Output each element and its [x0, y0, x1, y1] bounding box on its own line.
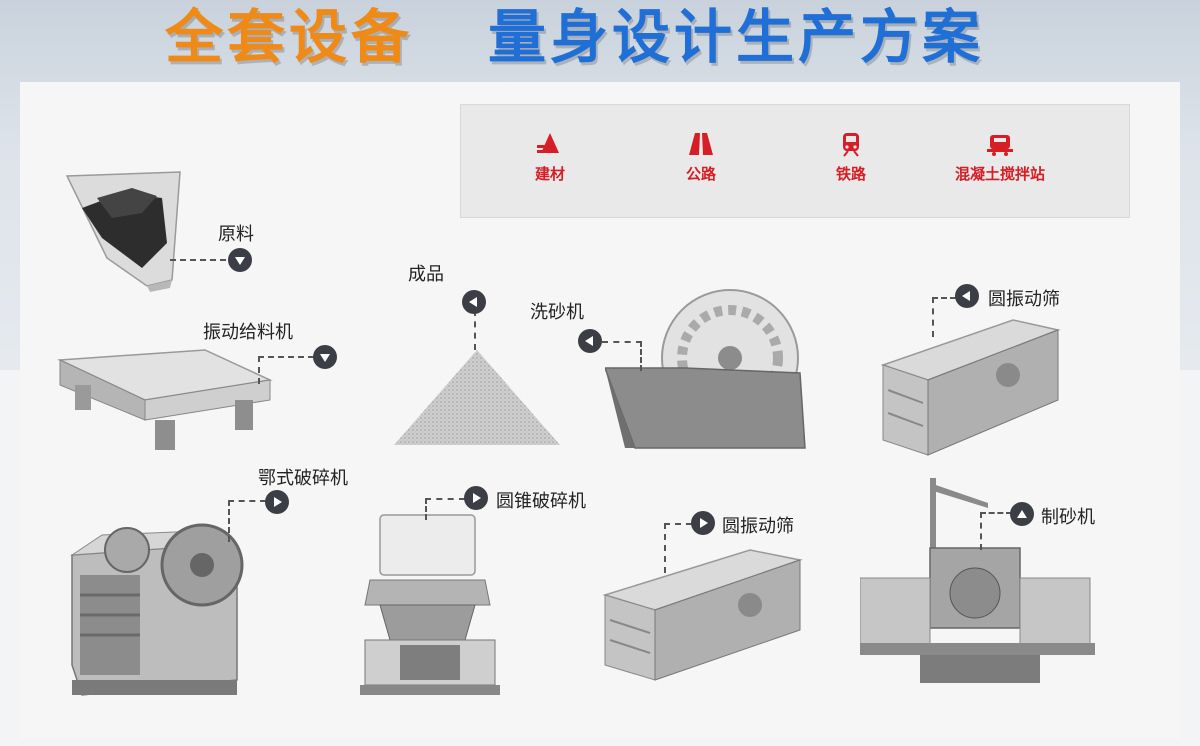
label-finished-product: 成品	[408, 264, 444, 285]
arrow-left-icon	[585, 336, 593, 346]
feeder-connector-h	[258, 356, 314, 358]
jaw-crusher-marker[interactable]	[265, 490, 289, 514]
application-categories: 建材 公路 铁路 混凝土搅拌站	[460, 104, 1130, 218]
raw-material-hopper-image	[65, 171, 181, 292]
sand-washer-connector-v	[640, 341, 642, 371]
concrete-mixer-icon	[987, 135, 1013, 156]
sand-maker-image	[860, 478, 1095, 683]
screen-lower-connector-h	[664, 523, 692, 525]
headline-right: 量身设计生产方案	[488, 3, 985, 71]
label-vibrating-screen-lower: 圆振动筛	[722, 516, 794, 537]
label-sand-washer: 洗砂机	[530, 302, 584, 323]
train-icon	[843, 133, 859, 157]
arrow-right-icon	[274, 497, 282, 507]
cone-crusher-marker[interactable]	[464, 486, 488, 510]
arrow-left-icon	[962, 291, 970, 301]
raw-material-connector	[170, 259, 226, 261]
arrow-up-icon	[1017, 510, 1027, 518]
arrow-down-icon	[320, 354, 330, 362]
sand-maker-connector-v	[980, 512, 982, 550]
vibrating-screen-upper-image	[880, 319, 1061, 456]
category-building-materials[interactable]: 建材	[535, 131, 565, 184]
vibrating-screen-lower-image	[602, 549, 803, 681]
vibrating-screen-lower-marker[interactable]	[691, 511, 715, 535]
jaw-crusher-connector-h	[228, 500, 266, 502]
label-raw-material: 原料	[218, 224, 254, 245]
building-materials-icon	[537, 133, 559, 153]
jaw-crusher-image	[70, 523, 244, 696]
vibrating-feeder-image	[57, 349, 273, 450]
finished-product-marker[interactable]	[462, 290, 486, 314]
screen-lower-connector-v	[664, 523, 666, 573]
sand-washer-connector-h	[602, 341, 642, 343]
category-railway[interactable]: 铁路	[836, 131, 866, 184]
label-vibrating-screen-upper: 圆振动筛	[988, 289, 1060, 310]
category-highway[interactable]: 公路	[686, 131, 716, 184]
cone-crusher-connector-v	[425, 498, 427, 520]
label-sand-maker: 制砂机	[1041, 507, 1095, 528]
highway-icon	[689, 133, 713, 155]
label-jaw-crusher: 鄂式破碎机	[258, 468, 348, 489]
cone-crusher-image	[360, 514, 500, 695]
raw-material-marker[interactable]	[228, 248, 252, 272]
jaw-crusher-connector-v	[228, 500, 230, 542]
screen-upper-connector-h	[932, 297, 956, 299]
cone-crusher-connector-h	[425, 498, 465, 500]
finished-product-pile-image	[394, 350, 560, 445]
finished-product-connector-v	[474, 310, 476, 350]
vibrating-feeder-marker[interactable]	[313, 345, 337, 369]
label-vibrating-feeder: 振动给料机	[203, 322, 293, 343]
arrow-right-icon	[700, 518, 708, 528]
category-concrete-plant[interactable]: 混凝土搅拌站	[955, 131, 1045, 184]
headline-left: 全套设备	[165, 3, 414, 71]
arrow-right-icon	[473, 493, 481, 503]
sand-washer-marker[interactable]	[578, 329, 602, 353]
vibrating-screen-upper-marker[interactable]	[955, 284, 979, 308]
sand-maker-marker[interactable]	[1010, 502, 1034, 526]
arrow-left-icon	[469, 297, 477, 307]
arrow-down-icon	[235, 257, 245, 265]
feeder-connector-v	[258, 356, 260, 384]
screen-upper-connector-v	[932, 297, 934, 337]
label-cone-crusher: 圆锥破碎机	[496, 491, 586, 512]
sand-maker-connector-h	[980, 512, 1012, 514]
sand-washer-image	[605, 289, 806, 449]
